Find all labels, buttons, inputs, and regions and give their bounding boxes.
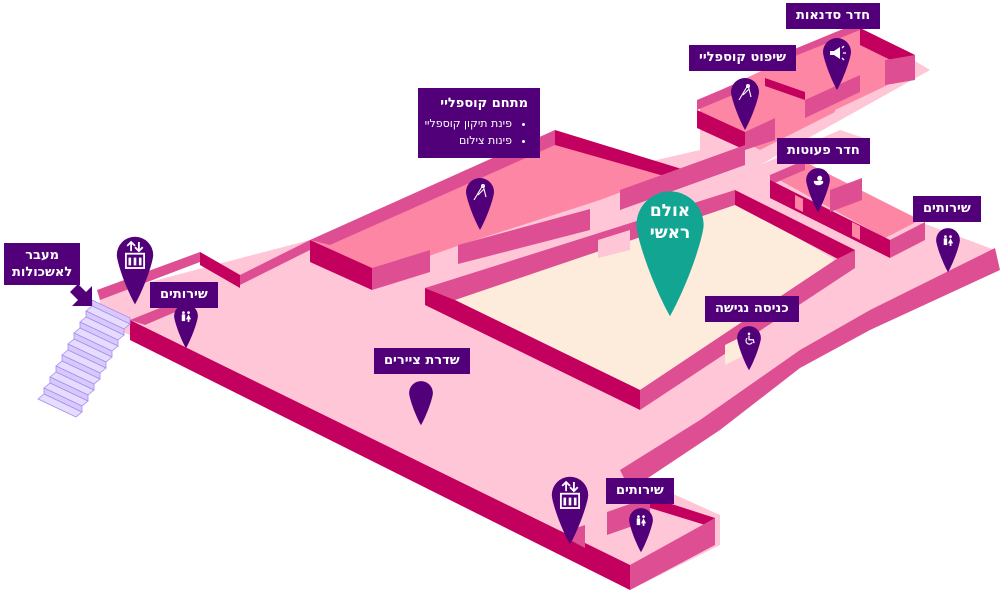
label-cosplay-judging[interactable]: שיפוט קוספליי bbox=[689, 45, 796, 71]
main-hall-floor bbox=[455, 200, 835, 390]
label-ads-room[interactable]: חדר סדנאות bbox=[786, 3, 881, 29]
baby-room-door2 bbox=[852, 222, 860, 240]
main-hall-wall-left bbox=[425, 288, 640, 410]
baby-room-pin[interactable] bbox=[806, 168, 830, 213]
baby-room-wall-end bbox=[890, 222, 925, 258]
map-pin-icon[interactable] bbox=[731, 78, 759, 130]
restroom-icon bbox=[636, 515, 647, 526]
label-toilets-east[interactable]: שירותים bbox=[913, 196, 981, 222]
elevator-icon bbox=[559, 480, 581, 509]
judging-room-wall-front2 bbox=[745, 118, 775, 150]
cosplay-complex-list: פינת תיקון קוספליי פינות צילום bbox=[425, 115, 528, 149]
north-wing-wall-front bbox=[805, 75, 860, 118]
label-cosplay-complex[interactable]: מתחם קוספליי פינת תיקון קוספליי פינות צי… bbox=[418, 88, 540, 158]
map-pin-icon[interactable] bbox=[629, 508, 653, 553]
sewing-needle-icon bbox=[473, 184, 487, 201]
map-pin-icon[interactable] bbox=[466, 178, 494, 230]
sewing-needle-icon bbox=[738, 84, 752, 101]
cosplay-complex-room bbox=[310, 130, 745, 290]
cosplay-judging-pin[interactable] bbox=[731, 78, 759, 130]
west-wall-back bbox=[97, 240, 310, 300]
map-pin-icon[interactable] bbox=[737, 326, 761, 371]
toilets-east-pin[interactable] bbox=[936, 228, 960, 273]
label-artists-alley[interactable]: שדרת ציירים bbox=[374, 348, 470, 374]
cosplay-complex-pin[interactable] bbox=[466, 178, 494, 230]
baby-room-wall-back bbox=[770, 160, 805, 185]
baby-room-divider bbox=[830, 178, 862, 212]
main-hall-label-line: ראשי bbox=[649, 223, 691, 243]
artists-alley-pin[interactable] bbox=[409, 381, 433, 426]
label-passage-to-compounds[interactable]: מעבר לאשכולות bbox=[4, 243, 81, 285]
cosplay-complex-title: מתחם קוספליי bbox=[440, 96, 528, 111]
elevator-icon bbox=[124, 240, 146, 269]
east-outer-wall bbox=[620, 248, 1000, 490]
south-toilets-wall-right bbox=[650, 497, 715, 528]
southwest-outer-wall bbox=[130, 320, 630, 590]
north-wing-wall-top-back bbox=[780, 22, 860, 62]
main-hall-pin[interactable] bbox=[636, 191, 704, 317]
megaphone-icon bbox=[830, 45, 846, 61]
accessible-entrance-pin[interactable] bbox=[737, 326, 761, 371]
judging-room-wall-front bbox=[697, 110, 745, 150]
cosplay-complex-item: פינת תיקון קוספליי bbox=[425, 115, 512, 132]
baby-room-door1 bbox=[795, 195, 803, 212]
label-toilets-south[interactable]: שירותים bbox=[606, 478, 674, 504]
cosplay-wall-back bbox=[310, 130, 555, 245]
map-pin-icon[interactable] bbox=[174, 304, 198, 349]
baby-icon bbox=[813, 175, 824, 186]
label-accessible-entrance[interactable]: כניסה נגישה bbox=[705, 296, 799, 322]
main-hall-wall-door bbox=[598, 230, 630, 258]
cosplay-wall-east bbox=[620, 145, 745, 210]
restroom-icon bbox=[943, 235, 954, 246]
passage-line-2: לאשכולות bbox=[12, 265, 73, 280]
main-hall-wall-right-back bbox=[735, 190, 855, 268]
cosplay-complex-item: פינות צילום bbox=[430, 132, 512, 149]
map-pin-icon[interactable] bbox=[806, 168, 830, 213]
south-toilets-wall-front bbox=[630, 518, 715, 590]
toilets-south-pin[interactable] bbox=[629, 508, 653, 553]
map-pin-icon[interactable] bbox=[936, 228, 960, 273]
cosplay-wall-right bbox=[555, 130, 685, 182]
judging-room-wall-left bbox=[697, 84, 735, 110]
cosplay-floor bbox=[310, 135, 680, 275]
south-toilets-wall-back bbox=[607, 497, 650, 535]
cosplay-wall-front2 bbox=[458, 209, 590, 264]
passage-line-1: מעבר bbox=[25, 248, 60, 263]
toilets-west-pin[interactable] bbox=[174, 304, 198, 349]
elevator-south-pin[interactable] bbox=[551, 476, 589, 545]
north-wing-wall-right-face bbox=[885, 55, 915, 85]
west-wall-notch bbox=[200, 252, 240, 288]
stairs bbox=[37, 299, 131, 418]
ads-room-pin[interactable] bbox=[823, 38, 851, 90]
stair-tread bbox=[37, 393, 83, 418]
stairs-arrow-icon bbox=[70, 284, 92, 306]
label-baby-room[interactable]: חדר פעוטות bbox=[777, 138, 870, 164]
map-pin-icon[interactable] bbox=[409, 381, 433, 426]
restroom-icon bbox=[181, 311, 192, 322]
label-toilets-west[interactable]: שירותים bbox=[150, 282, 218, 308]
cosplay-wall-left bbox=[310, 240, 372, 290]
wheelchair-icon bbox=[745, 332, 755, 345]
cosplay-wall-front1 bbox=[372, 250, 430, 290]
main-hall-label-line: אולם bbox=[649, 201, 691, 221]
north-wing-wall-mid bbox=[765, 78, 805, 100]
map-pin-icon[interactable] bbox=[636, 191, 704, 317]
south-toilets-room bbox=[607, 497, 715, 590]
elevator-west-pin[interactable] bbox=[116, 236, 154, 305]
